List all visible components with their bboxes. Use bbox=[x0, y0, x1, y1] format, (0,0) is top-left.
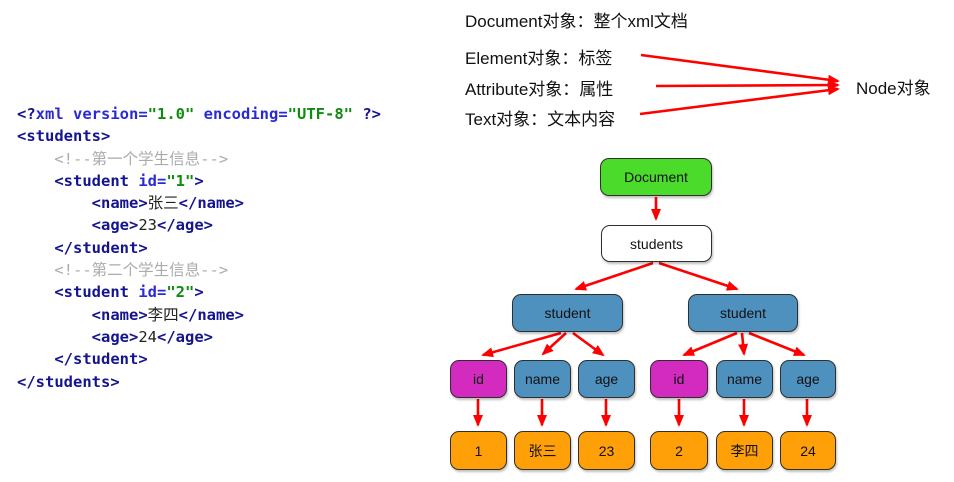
legend-node-object: Node对象 bbox=[856, 79, 931, 98]
tree-node-students: students bbox=[601, 225, 712, 262]
code-line: <student id="2"> bbox=[54, 283, 204, 302]
tree-node-age-1: age bbox=[578, 360, 635, 398]
tree-value-id-1: 1 bbox=[450, 431, 507, 470]
code-line: <students> bbox=[17, 127, 111, 146]
code-line: <name>张三</name> bbox=[91, 194, 244, 213]
code-line: <age>24</age> bbox=[91, 327, 213, 346]
arrow-students-to-student1 bbox=[574, 261, 654, 291]
code-line: <!--第二个学生信息--> bbox=[54, 261, 229, 280]
tree-value-id-2: 2 bbox=[650, 431, 708, 470]
arrow-student2-to-id bbox=[682, 331, 738, 357]
arrow-text-to-node bbox=[639, 85, 840, 116]
code-line: </student> bbox=[54, 350, 148, 369]
arrow-element-to-node bbox=[640, 53, 840, 85]
tree-node-name-2: name bbox=[716, 360, 773, 398]
arrow-student2-to-name bbox=[738, 332, 749, 356]
arrow-student1-to-name bbox=[541, 332, 567, 356]
tree-node-age-2: age bbox=[780, 360, 836, 398]
arrow-student1-to-age bbox=[572, 331, 605, 357]
tree-node-name-1: name bbox=[514, 360, 571, 398]
tree-node-document: Document bbox=[600, 158, 712, 196]
code-line: <age>23</age> bbox=[91, 216, 213, 235]
legend-attribute-object: Attribute对象：属性 bbox=[465, 80, 614, 99]
tree-node-id-2: id bbox=[650, 360, 708, 398]
arrow-student1-to-id bbox=[481, 331, 562, 358]
arrow-students-to-student2 bbox=[658, 261, 739, 291]
code-line: <!--第一个学生信息--> bbox=[54, 149, 229, 168]
tree-value-age-2: 24 bbox=[780, 431, 836, 470]
code-line: <?xml version="1.0" encoding="UTF-8" ?> bbox=[17, 105, 381, 123]
tree-node-student-1: student bbox=[512, 294, 623, 332]
arrow-student2-to-age bbox=[748, 331, 806, 357]
tree-value-name-2: 李四 bbox=[716, 431, 773, 470]
legend-arrows bbox=[639, 53, 840, 116]
code-line: <student id="1"> bbox=[54, 171, 204, 190]
arrow-attribute-to-node bbox=[655, 80, 840, 91]
tree-value-age-1: 23 bbox=[578, 431, 635, 470]
legend-document-object: Document对象：整个xml文档 bbox=[465, 12, 688, 31]
legend-text-object: Text对象：文本内容 bbox=[465, 110, 616, 129]
code-line: <name>李四</name> bbox=[91, 305, 244, 324]
xml-code: <?xml version="1.0" encoding="UTF-8" ?> <… bbox=[17, 103, 381, 393]
tree-value-name-1: 张三 bbox=[514, 431, 571, 470]
code-line: </student> bbox=[54, 238, 148, 257]
legend-element-object: Element对象：标签 bbox=[465, 49, 613, 68]
tree-node-id-1: id bbox=[450, 360, 507, 398]
code-line: </students> bbox=[17, 372, 120, 391]
tree-node-student-2: student bbox=[688, 294, 798, 332]
